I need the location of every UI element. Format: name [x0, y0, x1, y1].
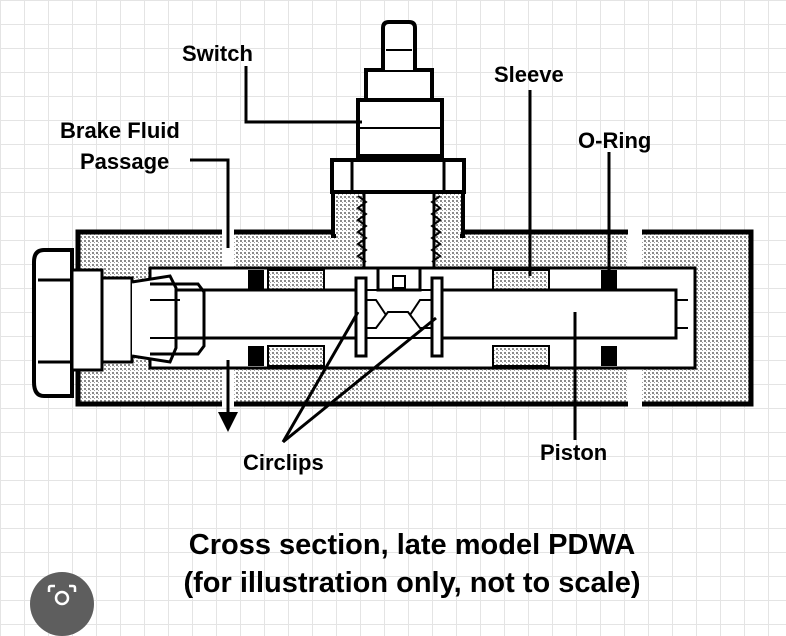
label-switch: Switch: [182, 41, 253, 66]
label-brake-fluid: Brake Fluid: [60, 118, 180, 143]
label-sleeve: Sleeve: [494, 62, 564, 87]
label-passage: Passage: [80, 149, 169, 174]
leader-lines: [190, 66, 611, 444]
circlip-leader-right: [282, 316, 437, 444]
label-o-ring: O-Ring: [578, 128, 651, 153]
brake-fluid-leader: [190, 158, 230, 248]
caption-line-1: Cross section, late model PDWA: [189, 529, 635, 561]
end-fitting: [32, 248, 206, 398]
switch-leader: [244, 66, 362, 124]
visual-search-button[interactable]: [30, 572, 94, 636]
circlip-leader-left: [281, 311, 360, 443]
o-ring-parts: [248, 270, 617, 366]
switch-body: [330, 20, 466, 194]
label-piston: Piston: [540, 440, 607, 465]
sleeve-parts: [267, 269, 550, 367]
label-circlips: Circlips: [243, 450, 324, 475]
fluid-flow-arrow: [218, 360, 238, 432]
camera-lens-icon: [47, 584, 77, 606]
switch-threads: [356, 188, 442, 270]
caption-line-2: (for illustration only, not to scale): [183, 567, 640, 599]
pdwa-cross-section-diagram: Switch Sleeve Brake Fluid Passage O-Ring…: [32, 20, 754, 599]
